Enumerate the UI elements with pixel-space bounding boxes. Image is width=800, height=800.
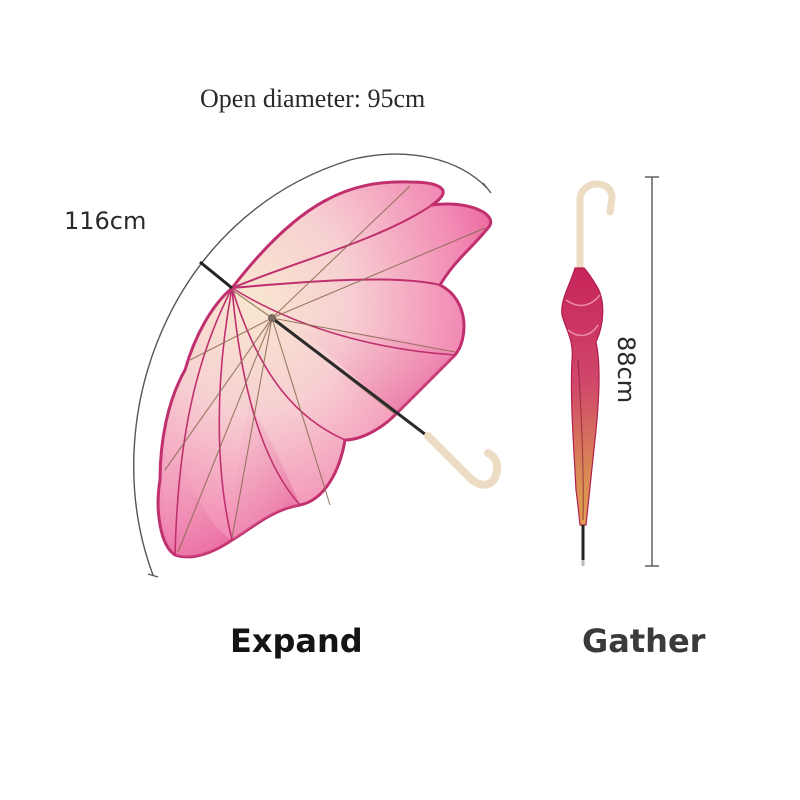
closed-umbrella-fold: [565, 294, 601, 307]
canopy-petal-edge: [231, 287, 346, 441]
closed-umbrella-fold: [577, 359, 584, 521]
open-length-label: 116cm: [64, 207, 147, 235]
open-umbrella: [156, 180, 502, 559]
open-diameter-label: Open diameter: 95cm: [200, 84, 426, 113]
canopy-petal-edge: [218, 287, 233, 541]
closed-umbrella-fold: [567, 324, 599, 337]
closed-umbrella: [561, 180, 616, 566]
open-umbrella-canopy: [156, 180, 492, 559]
closed-umbrella-body: [561, 267, 604, 526]
canopy-petal-shade: [232, 400, 300, 540]
closed-length-measure: [645, 176, 659, 567]
open-umbrella-ribs: [164, 185, 486, 553]
canopy-petal-edge: [231, 287, 456, 356]
closed-umbrella-handle: [576, 180, 616, 272]
open-umbrella-shaft: [271, 316, 431, 440]
open-length-arc: [133, 153, 488, 576]
expand-caption: Expand: [230, 622, 363, 660]
arc-end-tick-bottom: [147, 573, 159, 578]
arc-end-tick-top: [482, 182, 492, 194]
canopy-petal-edge: [174, 287, 233, 556]
open-umbrella-handle: [424, 432, 502, 489]
closed-length-label: 88cm: [612, 336, 640, 404]
gather-caption: Gather: [582, 622, 706, 660]
canopy-petal-edge: [231, 204, 433, 289]
open-umbrella-tip: [199, 260, 233, 290]
open-umbrella-runner: [268, 314, 276, 322]
canopy-petal-edge: [231, 278, 441, 289]
